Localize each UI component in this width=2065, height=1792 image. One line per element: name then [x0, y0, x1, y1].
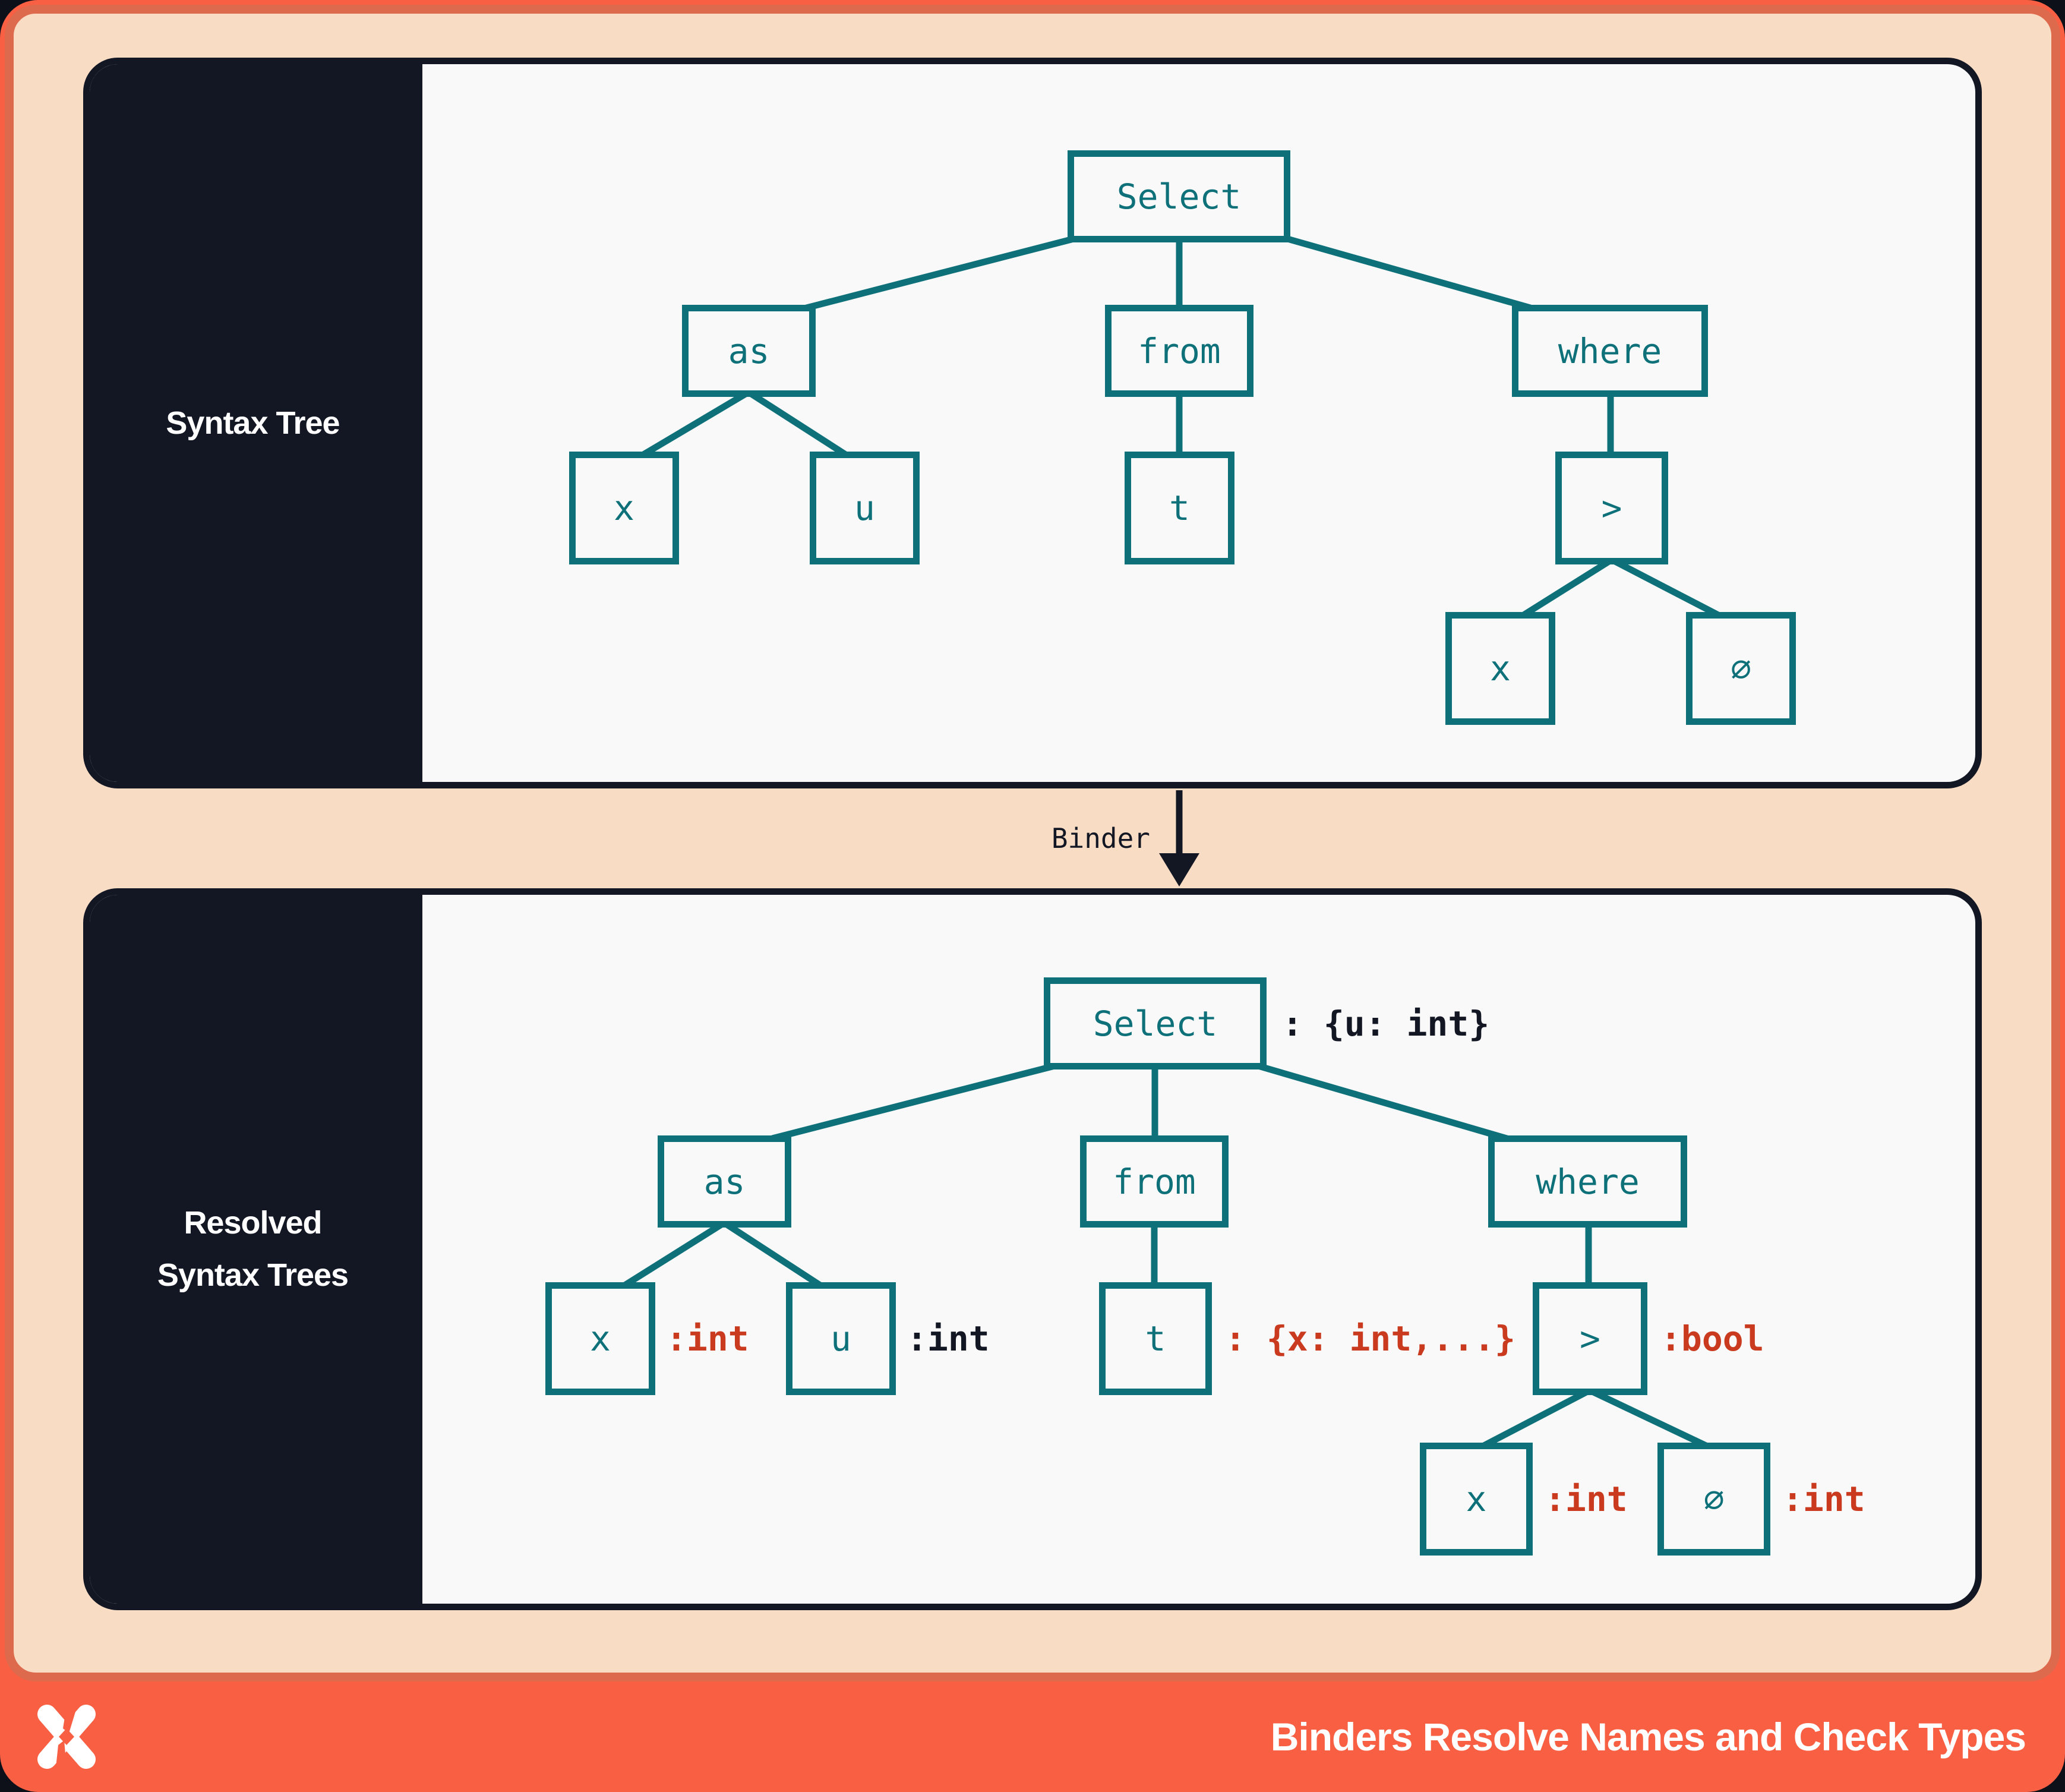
footer-bar: Binders Resolve Names and Check Types	[0, 1681, 2065, 1792]
resolved-node-where: where	[1488, 1135, 1687, 1228]
resolved-label-line1: Resolved	[184, 1205, 322, 1241]
resolved-node-as: as	[658, 1135, 791, 1228]
node-t: t	[1125, 452, 1234, 564]
node-where: where	[1512, 305, 1708, 397]
node-greater-than: >	[1555, 452, 1668, 564]
node-from: from	[1105, 305, 1253, 397]
resolved-node-from: from	[1080, 1135, 1229, 1228]
resolved-node-x-operand: x	[1420, 1443, 1533, 1556]
resolved-node-t: t	[1099, 1282, 1212, 1395]
resolved-node-zero: ∅	[1657, 1443, 1770, 1556]
resolved-label-line2: Syntax Trees	[157, 1257, 349, 1293]
binder-label: Binder	[1051, 822, 1150, 854]
panel-resolved-sidebar	[90, 895, 422, 1604]
syntax-tree-label: Syntax Tree	[166, 405, 340, 441]
node-zero: ∅	[1686, 612, 1796, 725]
resolved-node-greater-than: >	[1533, 1282, 1647, 1395]
node-u: u	[810, 452, 920, 564]
resolved-node-u: u	[786, 1282, 896, 1395]
x-logo-icon	[37, 1705, 96, 1769]
resolved-node-x: x	[545, 1282, 655, 1395]
u-type-annotation: :int	[907, 1318, 990, 1359]
resolved-node-select: Select	[1044, 977, 1267, 1069]
x-type-annotation: :int	[666, 1318, 749, 1359]
panel-syntax-sidebar	[90, 64, 422, 782]
panel-resolved-trees	[83, 888, 1982, 1610]
zero-type-annotation: :int	[1782, 1479, 1865, 1519]
footer-title: Binders Resolve Names and Check Types	[1270, 1715, 2026, 1759]
panel-syntax-tree	[83, 58, 1982, 788]
gt-type-annotation: :bool	[1660, 1318, 1764, 1359]
node-x-operand: x	[1445, 612, 1555, 725]
node-select: Select	[1068, 150, 1290, 242]
resolved-trees-label: Resolved Syntax Trees	[83, 1197, 422, 1301]
node-as: as	[682, 305, 816, 397]
t-type-annotation: : {x: int,...}	[1225, 1318, 1515, 1359]
select-type-annotation: : {u: int}	[1282, 1004, 1490, 1044]
node-x: x	[569, 452, 679, 564]
x-operand-type-annotation: :int	[1545, 1479, 1628, 1519]
